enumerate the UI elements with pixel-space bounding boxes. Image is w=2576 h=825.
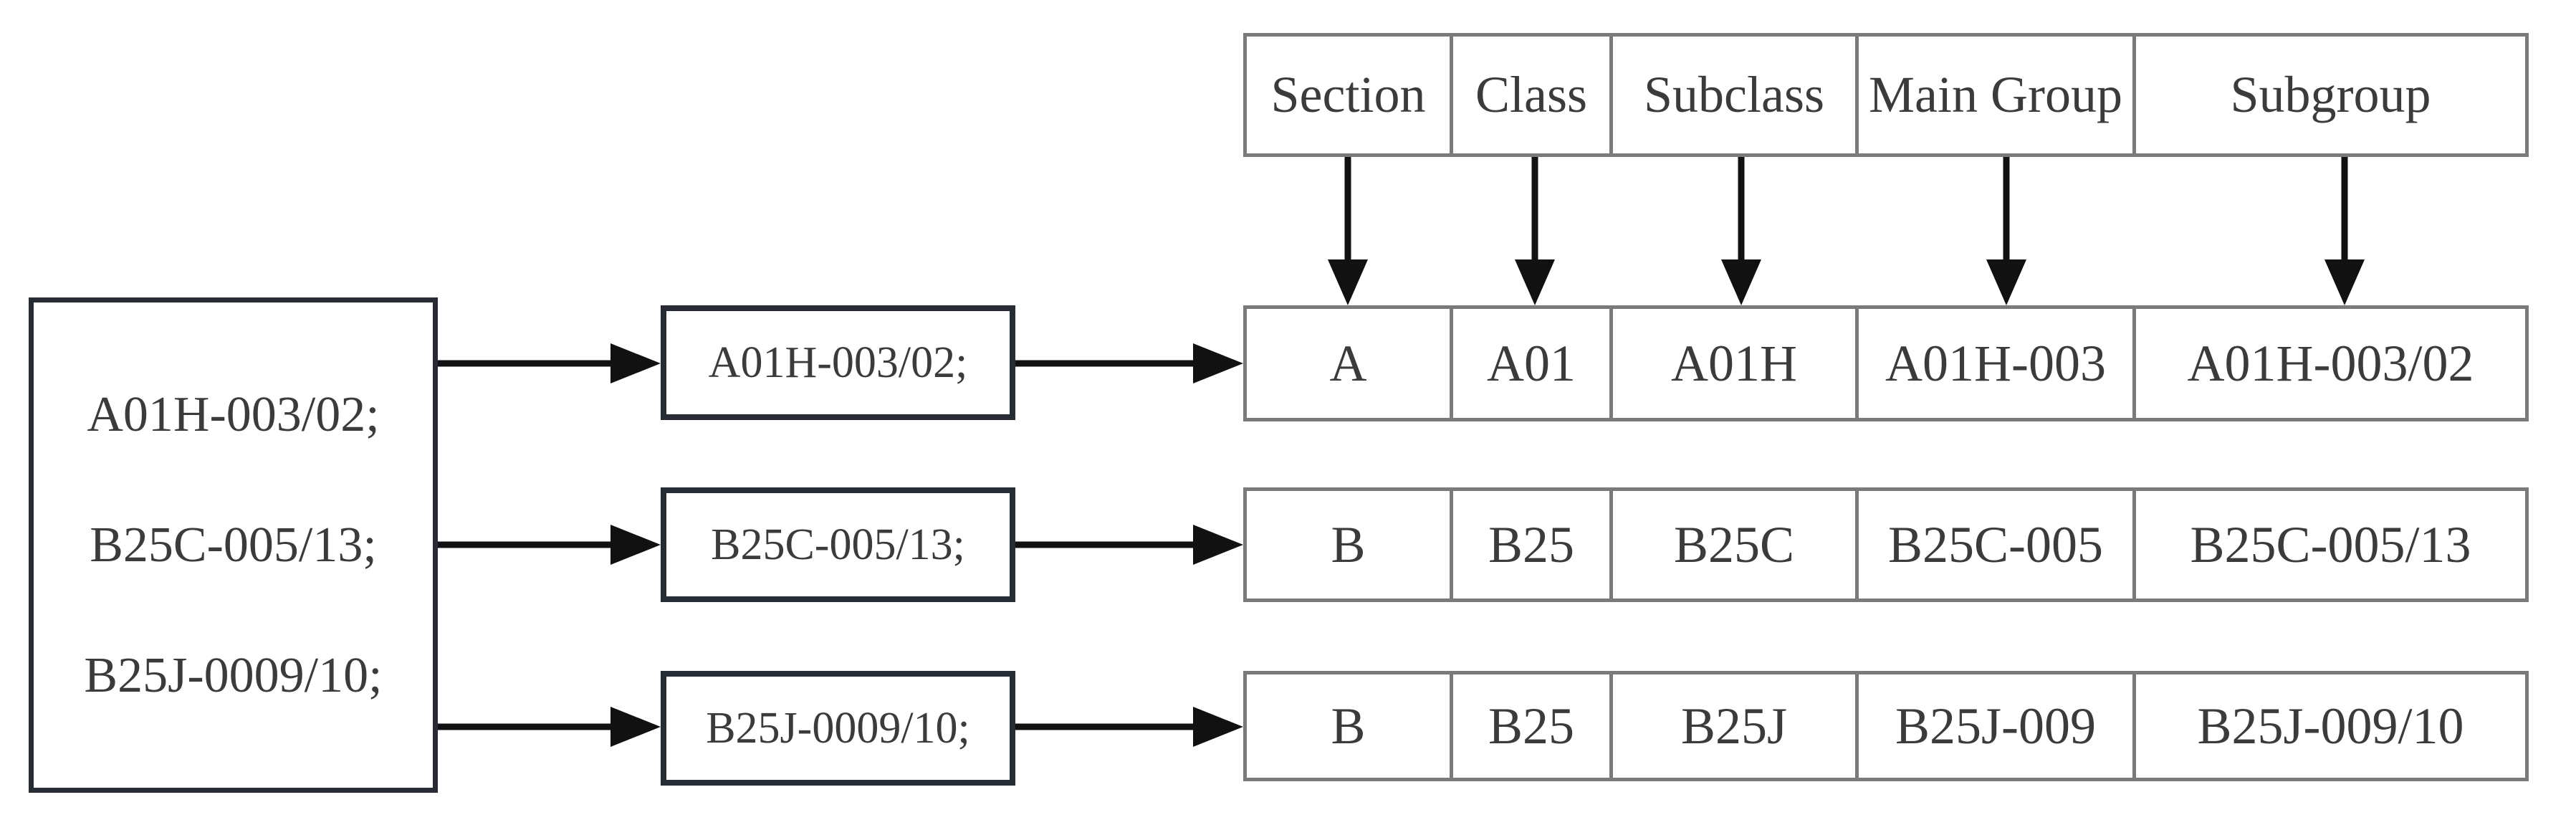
- row-2-class: B25: [1450, 487, 1613, 602]
- row-2-main-group: B25C-005: [1855, 487, 2136, 602]
- arrow-code-to-row-3: [1015, 707, 1243, 747]
- source-code-line-2: B25C-005/13;: [90, 517, 377, 573]
- table-row-1: A A01 A01H A01H-003 A01H-003/02: [1243, 305, 2529, 421]
- row-3-subgroup: B25J-009/10: [2132, 671, 2529, 781]
- row-1-section: A: [1243, 305, 1453, 421]
- row-2-subclass: B25C: [1609, 487, 1859, 602]
- arrow-source-to-code-2: [438, 525, 661, 565]
- row-2-section: B: [1243, 487, 1453, 602]
- row-1-subgroup: A01H-003/02: [2132, 305, 2529, 421]
- row-1-class: A01: [1450, 305, 1613, 421]
- header-cell-main-group: Main Group: [1855, 33, 2136, 157]
- header-cell-section: Section: [1243, 33, 1453, 157]
- source-codes-box: A01H-003/02; B25C-005/13; B25J-0009/10;: [29, 297, 438, 793]
- arrow-source-to-code-1: [438, 343, 661, 383]
- code-box-3: B25J-0009/10;: [661, 671, 1015, 786]
- code-box-1: A01H-003/02;: [661, 305, 1015, 420]
- arrow-header-class: [1515, 157, 1555, 305]
- row-2-subgroup: B25C-005/13: [2132, 487, 2529, 602]
- table-row-3: B B25 B25J B25J-009 B25J-009/10: [1243, 671, 2529, 781]
- row-3-section: B: [1243, 671, 1453, 781]
- code-box-1-label: A01H-003/02;: [708, 338, 968, 387]
- row-3-class: B25: [1450, 671, 1613, 781]
- table-row-2: B B25 B25C B25C-005 B25C-005/13: [1243, 487, 2529, 602]
- row-1-subclass: A01H: [1609, 305, 1859, 421]
- source-code-line-3: B25J-0009/10;: [84, 647, 383, 703]
- header-cell-subgroup: Subgroup: [2132, 33, 2529, 157]
- header-cell-subclass: Subclass: [1609, 33, 1859, 157]
- source-code-line-1: A01H-003/02;: [87, 386, 380, 442]
- arrow-source-to-code-3: [438, 707, 661, 747]
- code-box-2-label: B25C-005/13;: [711, 520, 965, 569]
- row-3-main-group: B25J-009: [1855, 671, 2136, 781]
- row-3-subclass: B25J: [1609, 671, 1859, 781]
- code-box-2: B25C-005/13;: [661, 487, 1015, 602]
- table-header-row: Section Class Subclass Main Group Subgro…: [1243, 33, 2529, 157]
- arrow-code-to-row-1: [1015, 343, 1243, 383]
- arrow-header-main-group: [1986, 157, 2026, 305]
- arrow-code-to-row-2: [1015, 525, 1243, 565]
- arrow-header-subgroup: [2324, 157, 2365, 305]
- arrow-header-subclass: [1721, 157, 1761, 305]
- arrow-header-section: [1328, 157, 1368, 305]
- code-box-3-label: B25J-0009/10;: [706, 704, 970, 753]
- row-1-main-group: A01H-003: [1855, 305, 2136, 421]
- header-cell-class: Class: [1450, 33, 1613, 157]
